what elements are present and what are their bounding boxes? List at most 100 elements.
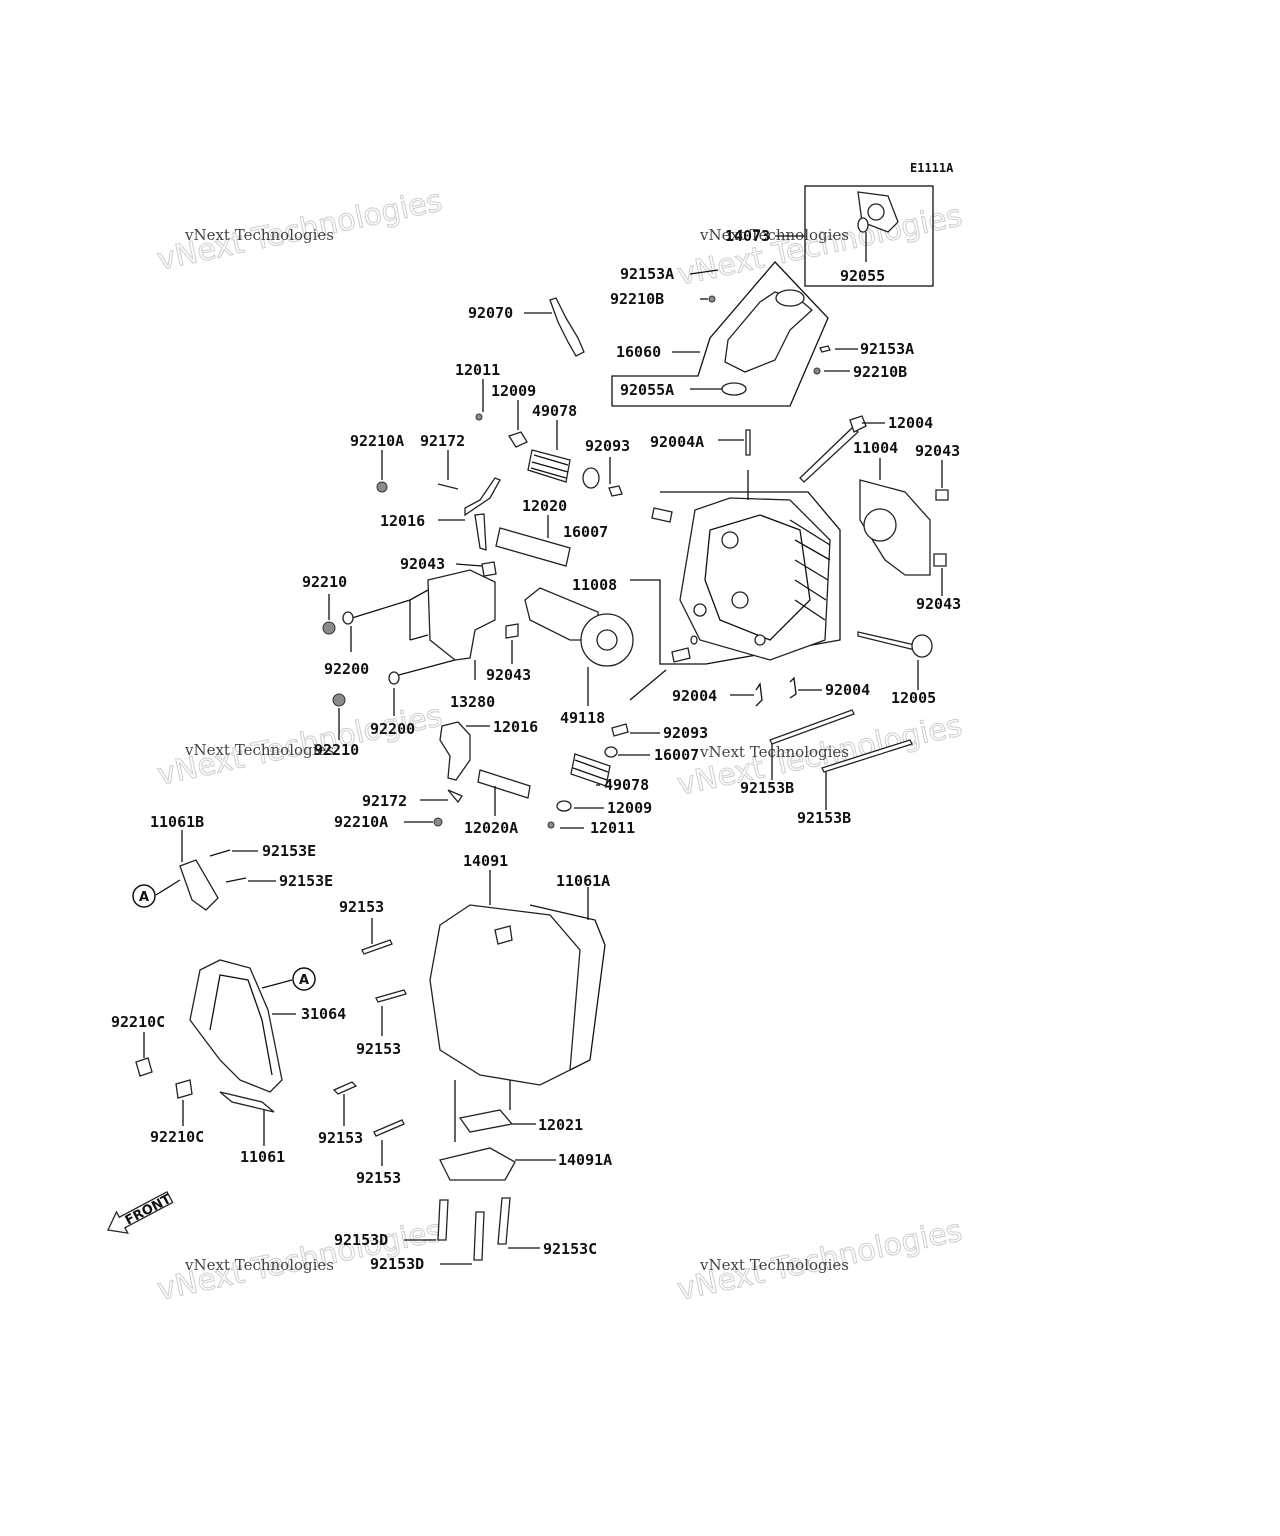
label-92153D-b: 92153D xyxy=(370,1255,424,1273)
watermark-top-right: vNext Technologies xyxy=(674,198,966,294)
gasket-11061A xyxy=(529,904,606,1071)
part-labels: 14073 92055 92153A 92210B 92070 16060 92… xyxy=(111,227,961,1273)
valve-train xyxy=(322,379,660,829)
bolt-92153-d xyxy=(373,1119,405,1137)
bolt-92153A xyxy=(819,345,831,353)
spring-92172-b xyxy=(447,789,463,804)
rocker-shaft-12020A xyxy=(477,769,531,799)
label-92004A: 92004A xyxy=(650,433,704,451)
breather-cover-14091A xyxy=(439,1147,516,1181)
diagram-code: E1111A xyxy=(910,161,954,175)
nut-92210B-b xyxy=(813,367,821,375)
label-92153C: 92153C xyxy=(543,1240,597,1258)
washer-92200 xyxy=(342,611,354,625)
label-92043-c: 92043 xyxy=(916,595,961,613)
label-92070: 92070 xyxy=(468,304,513,322)
seal-16007-b xyxy=(604,746,618,758)
nut-92210A xyxy=(376,481,388,493)
label-12016-b: 12016 xyxy=(493,718,538,736)
cotter-92093-b xyxy=(611,723,629,737)
hanger-31064 xyxy=(189,959,283,1093)
label-92200-b: 92200 xyxy=(370,720,415,738)
label-92210: 92210 xyxy=(302,573,347,591)
watermark-big: vNext Technologies xyxy=(674,198,965,293)
label-11061: 11061 xyxy=(240,1148,285,1166)
label-49078: 49078 xyxy=(532,402,577,420)
label-92004: 92004 xyxy=(672,687,717,705)
label-92043-d: 92043 xyxy=(486,666,531,684)
intake-group xyxy=(524,185,934,407)
callout-a-upper-letter: A xyxy=(139,890,149,905)
label-92153E: 92153E xyxy=(262,842,316,860)
label-92200: 92200 xyxy=(324,660,369,678)
watermark-small: vNext Technologies xyxy=(699,1256,849,1274)
nut-92210 xyxy=(322,621,336,635)
intake-pipe-16060 xyxy=(724,291,813,373)
spark-plug-92070 xyxy=(549,297,585,357)
callout-a-lower-letter: A xyxy=(299,973,309,988)
head-cover-14091 xyxy=(429,904,581,1086)
callout-a-upper xyxy=(132,884,156,908)
label-16007-b: 16007 xyxy=(654,746,699,764)
bolt-92153 xyxy=(361,939,393,955)
label-12016: 12016 xyxy=(380,512,425,530)
label-92043-b: 92043 xyxy=(400,555,445,573)
pin-92004A xyxy=(745,429,751,456)
label-11061B: 11061B xyxy=(150,813,204,831)
nut-92210C xyxy=(135,1057,153,1077)
cylinder-head-11008 xyxy=(679,497,831,661)
label-92210B: 92210B xyxy=(610,290,664,308)
label-92093-b: 92093 xyxy=(663,724,708,742)
watermark-small: vNext Technologies xyxy=(184,741,334,759)
rocker-arm-12016 xyxy=(464,477,501,517)
breather-plate-12021 xyxy=(458,1109,514,1133)
clip-12011 xyxy=(475,413,483,421)
intake-box-outline xyxy=(611,261,829,407)
bolt-92153D xyxy=(437,1199,449,1241)
nut-92210B xyxy=(708,295,716,303)
label-49118: 49118 xyxy=(560,709,605,727)
label-92153: 92153 xyxy=(339,898,384,916)
bolt-92153-c xyxy=(332,1081,358,1095)
label-92210C: 92210C xyxy=(111,1013,165,1031)
valve-guide-upper xyxy=(651,507,673,523)
bolt-92153D-b xyxy=(473,1211,485,1261)
callout-a-lower xyxy=(292,967,316,991)
rocker-arm-12016-b xyxy=(439,721,471,781)
pin-92043 xyxy=(481,561,497,577)
front-label: FRONT xyxy=(123,1192,174,1229)
label-16060: 16060 xyxy=(616,343,661,361)
label-12011: 12011 xyxy=(455,361,500,379)
watermark-small: vNext Technologies xyxy=(699,226,849,244)
valve-12005 xyxy=(857,631,916,651)
watermarks: vNext Technologies vNext Technologies vN… xyxy=(154,183,966,1309)
insulator-hole xyxy=(867,203,885,221)
label-12009: 12009 xyxy=(491,382,536,400)
valve-12004 xyxy=(799,427,860,483)
watermark-small: vNext Technologies xyxy=(184,226,334,244)
label-92153-b: 92153 xyxy=(356,1040,401,1058)
label-92210B-b: 92210B xyxy=(853,363,907,381)
label-92153B: 92153B xyxy=(740,779,794,797)
label-11008: 11008 xyxy=(572,576,617,594)
rocker-shaft-12020 xyxy=(495,527,571,567)
pin-92043-b xyxy=(505,623,519,639)
label-14091A: 14091A xyxy=(558,1151,612,1169)
label-11061A: 11061A xyxy=(556,872,610,890)
cylinder-head xyxy=(629,415,949,810)
retainer-12009-b xyxy=(556,800,572,812)
stud-92153B-b xyxy=(821,739,913,773)
label-92172-b: 92172 xyxy=(362,792,407,810)
bolt-92153C xyxy=(497,1197,511,1245)
clip-12011-b xyxy=(547,821,555,829)
front-arrow: FRONT xyxy=(107,1190,174,1234)
head-cover xyxy=(332,870,606,1265)
pin-92043-c xyxy=(935,489,949,501)
bolt-92153-b xyxy=(375,989,407,1003)
label-12020A: 12020A xyxy=(464,819,518,837)
label-31064: 31064 xyxy=(301,1005,346,1023)
o-ring-92055A xyxy=(721,382,747,396)
label-92153A: 92153A xyxy=(620,265,674,283)
cotter-92093 xyxy=(608,485,623,497)
